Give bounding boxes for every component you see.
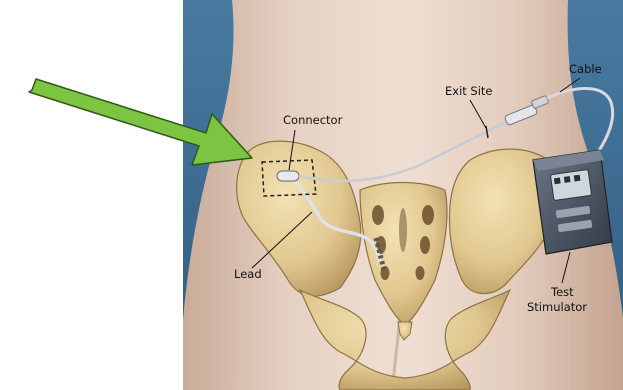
test-stimulator-device: [533, 150, 612, 254]
label-test-stimulator-line1: Test: [550, 285, 574, 299]
connector: [277, 171, 299, 181]
label-connector: Connector: [283, 113, 343, 127]
label-test-stimulator-line2: Stimulator: [527, 300, 587, 314]
label-lead: Lead: [234, 267, 262, 281]
label-cable: Cable: [569, 62, 602, 76]
device-display: [550, 169, 591, 200]
label-exit-site: Exit Site: [445, 84, 493, 98]
